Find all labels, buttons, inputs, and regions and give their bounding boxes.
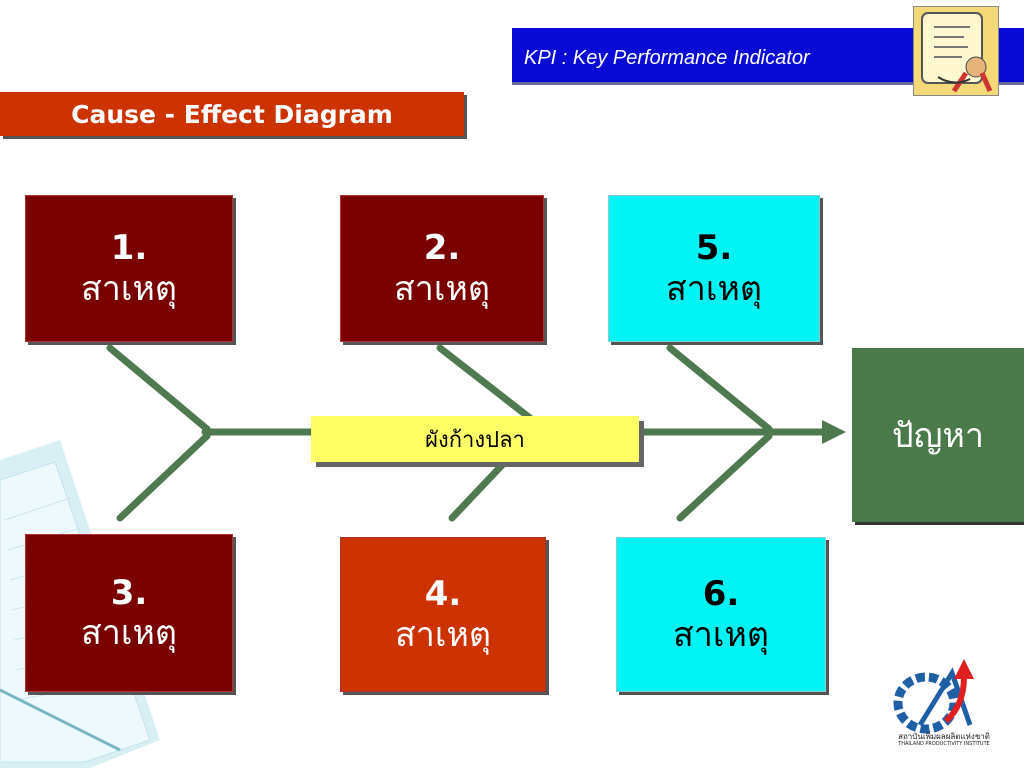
cause-label: สาเหตุ (395, 614, 491, 655)
cause-label: สาเหตุ (81, 268, 177, 309)
cause-box-6: 6. สาเหตุ (616, 537, 826, 692)
cause-label: สาเหตุ (666, 268, 762, 309)
cause-label: สาเหตุ (394, 268, 490, 309)
bone-6 (676, 432, 773, 522)
cause-number: 6. (702, 574, 740, 615)
institute-logo-icon (893, 659, 974, 734)
bone-4 (448, 458, 509, 522)
logo-text-english: THAILAND PRODUCTIVITY INSTITUTE (898, 740, 990, 747)
cause-box-5: 5. สาเหตุ (608, 195, 820, 342)
cause-box-3: 3. สาเหตุ (25, 534, 233, 692)
cause-label: สาเหตุ (673, 614, 769, 655)
cause-number: 4. (424, 574, 462, 615)
effect-box: ปัญหา (852, 348, 1024, 522)
bone-2 (436, 344, 534, 422)
cause-number: 3. (110, 572, 148, 613)
arrow-head-icon (822, 420, 846, 444)
cause-box-2: 2. สาเหตุ (340, 195, 544, 342)
bone-5 (666, 344, 773, 433)
section-title: Cause - Effect Diagram (0, 92, 464, 136)
cause-box-1: 1. สาเหตุ (25, 195, 233, 342)
reading-person-icon (914, 7, 998, 95)
institute-logo-text: สถาบันเพิ่มผลผลิตแห่งชาติ THAILAND PRODU… (892, 732, 996, 747)
clipart-image (913, 6, 999, 96)
cause-number: 1. (110, 228, 148, 269)
cause-number: 2. (423, 228, 461, 269)
cause-box-4: 4. สาเหตุ (340, 537, 546, 692)
bone-3 (116, 432, 211, 522)
header-title: KPI : Key Performance Indicator (524, 47, 810, 69)
bone-1 (106, 344, 211, 433)
cause-number: 5. (695, 228, 733, 269)
spine-label: ผังก้างปลา (311, 416, 639, 462)
logo-text-thai: สถาบันเพิ่มผลผลิตแห่งชาติ (898, 732, 990, 741)
cause-label: สาเหตุ (81, 613, 177, 653)
